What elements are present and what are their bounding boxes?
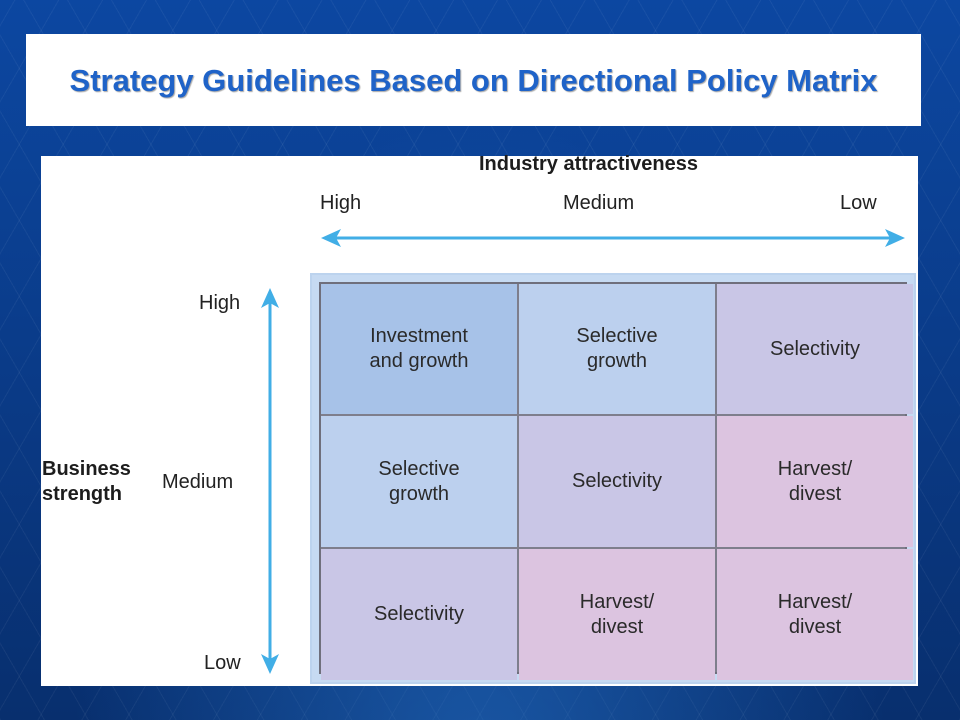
y-axis-level-low: Low: [204, 652, 241, 674]
y-axis-arrow: [261, 288, 279, 674]
x-axis-level-high: High: [320, 192, 362, 214]
matrix-cell-strength-low-attractiveness-medium: Harvest/ divest: [519, 549, 715, 680]
y-axis-level-medium: Medium: [162, 471, 234, 493]
x-axis-title: Industry attractiveness: [479, 153, 698, 175]
matrix-cell-strength-medium-attractiveness-high: Selective growth: [321, 416, 517, 547]
title-box: Strategy Guidelines Based on Directional…: [26, 34, 921, 126]
matrix-cell-strength-high-attractiveness-medium: Selective growth: [519, 284, 715, 414]
y-axis-title-line2: strength: [42, 483, 122, 505]
x-axis-level-low: Low: [840, 192, 877, 214]
x-axis-level-medium: Medium: [563, 192, 635, 214]
matrix-cell-strength-low-attractiveness-high: Selectivity: [321, 549, 517, 680]
y-axis-title-line1: Business: [42, 458, 131, 480]
matrix-cell-strength-high-attractiveness-low: Selectivity: [717, 284, 913, 414]
policy-matrix-diagram: Industry attractiveness High Medium Low …: [41, 153, 918, 686]
y-axis-level-high: High: [199, 292, 241, 314]
y-axis-arrowhead-top: [261, 288, 279, 308]
matrix-cell-strength-medium-attractiveness-medium: Selectivity: [519, 416, 715, 547]
matrix-cell-strength-high-attractiveness-high: Investment and growth: [321, 284, 517, 414]
matrix-cell-strength-low-attractiveness-low: Harvest/ divest: [717, 549, 913, 680]
matrix-cell-strength-medium-attractiveness-low: Harvest/ divest: [717, 416, 913, 547]
y-axis-arrowhead-bottom: [261, 654, 279, 674]
x-axis-arrowhead-left: [321, 229, 341, 247]
slide-title: Strategy Guidelines Based on Directional…: [69, 62, 878, 98]
x-axis-arrowhead-right: [885, 229, 905, 247]
x-axis-arrow: [321, 229, 905, 247]
